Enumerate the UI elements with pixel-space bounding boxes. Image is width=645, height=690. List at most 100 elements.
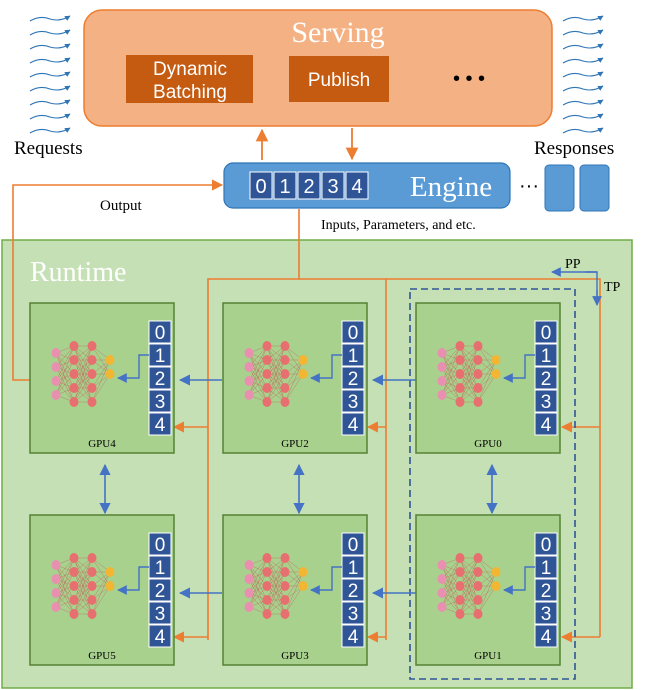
nn-neuron — [244, 362, 254, 372]
response-arrow — [562, 71, 604, 78]
nn-edge — [73, 345, 93, 375]
nn-edge — [266, 345, 286, 389]
request-arrow — [29, 99, 71, 106]
engine-to-runtime-line — [207, 209, 300, 640]
nn-edge — [91, 571, 111, 615]
dynamic-batching-box — [126, 55, 253, 103]
gpu-slot — [341, 320, 365, 344]
nn-neuron — [51, 574, 61, 584]
nn-edge — [55, 571, 75, 608]
nn-neuron — [298, 369, 308, 379]
nn-neuron — [280, 383, 290, 393]
nn-edge — [441, 557, 461, 608]
gpu-slot-label: 0 — [155, 323, 166, 344]
nn-edge — [284, 373, 304, 403]
gpu-slot-label: 0 — [541, 535, 552, 556]
serving-ellipsis: • • • — [453, 68, 485, 90]
nn-neuron — [455, 581, 465, 591]
inputs-parameters-label: Inputs, Parameters, and etc. — [321, 218, 476, 233]
gpu-slot-label: 0 — [541, 323, 552, 344]
nn-neuron — [87, 383, 97, 393]
nn-neuron — [87, 341, 97, 351]
tensor-parallel-group — [409, 288, 576, 680]
nn-neuron — [298, 355, 308, 365]
nn-edge — [73, 345, 93, 389]
nn-neuron — [51, 376, 61, 386]
gpu-slot — [534, 532, 558, 556]
nn-neuron — [51, 362, 61, 372]
dynamic-batching-label-line2: Batching — [153, 82, 227, 103]
engine-slot-label: 4 — [351, 176, 362, 198]
engine-slot-label: 2 — [303, 176, 314, 198]
gpu-slot-label: 0 — [348, 535, 359, 556]
nn-neuron — [262, 595, 272, 605]
engine-slot-label: 1 — [279, 176, 290, 198]
response-arrow — [562, 29, 604, 36]
runtime-distribution-line-right — [386, 278, 601, 637]
nn-neuron — [69, 553, 79, 563]
nn-edge — [284, 571, 304, 601]
nn-neuron — [491, 355, 501, 365]
requests-label: Requests — [14, 138, 83, 159]
nn-neuron — [262, 369, 272, 379]
nn-edge — [73, 373, 93, 403]
nn-neuron — [262, 553, 272, 563]
nn-neuron — [87, 609, 97, 619]
gpu-slot — [341, 601, 365, 625]
gpu-slot — [148, 624, 172, 648]
nn-neuron — [87, 567, 97, 577]
gpu-label: GPU4 — [88, 438, 116, 450]
nn-neuron — [244, 588, 254, 598]
slot-to-model-arrow — [310, 354, 342, 383]
nn-edge — [284, 585, 304, 615]
request-arrow — [29, 127, 71, 134]
nn-neuron — [105, 369, 115, 379]
nn-edge — [73, 557, 93, 615]
nn-neuron — [437, 376, 447, 386]
nn-neuron — [262, 355, 272, 365]
nn-neuron — [105, 581, 115, 591]
gpu-slot-label: 4 — [541, 415, 552, 436]
gpu-slot-label: 1 — [541, 346, 552, 367]
nn-edge — [73, 359, 93, 403]
gpu-slot — [148, 532, 172, 556]
nn-neuron — [491, 581, 501, 591]
nn-neuron — [455, 355, 465, 365]
nn-edge — [441, 359, 461, 396]
engine-slot — [321, 171, 345, 200]
nn-edge — [477, 571, 497, 615]
gpu-slot-label: 1 — [348, 558, 359, 579]
nn-edge — [477, 359, 497, 403]
nn-edge — [73, 571, 93, 615]
nn-edge — [266, 373, 286, 403]
nn-edge — [55, 345, 75, 396]
nn-edge — [441, 345, 461, 382]
nn-neuron — [455, 341, 465, 351]
slot-to-model-arrow — [503, 566, 535, 595]
gpu-slot-label: 3 — [541, 392, 552, 413]
gpu-slot-label: 4 — [348, 415, 359, 436]
response-arrow — [562, 127, 604, 134]
slot-to-model-arrow — [117, 566, 149, 595]
nn-edge — [55, 345, 75, 382]
nn-edge — [459, 345, 479, 389]
nn-neuron — [87, 369, 97, 379]
gpu-slot — [341, 412, 365, 436]
nn-edge — [477, 359, 497, 389]
gpu-slot — [148, 412, 172, 436]
nn-neuron — [455, 595, 465, 605]
nn-neuron — [262, 341, 272, 351]
gpu-label: GPU1 — [474, 650, 502, 662]
gpu-slot — [341, 624, 365, 648]
gpu-slot — [341, 532, 365, 556]
nn-neuron — [473, 567, 483, 577]
outgoing-response-arrows — [562, 15, 604, 134]
nn-neuron — [262, 581, 272, 591]
gpu-slot — [534, 366, 558, 390]
nn-edge — [459, 373, 479, 403]
gpu-slot-label: 0 — [155, 535, 166, 556]
